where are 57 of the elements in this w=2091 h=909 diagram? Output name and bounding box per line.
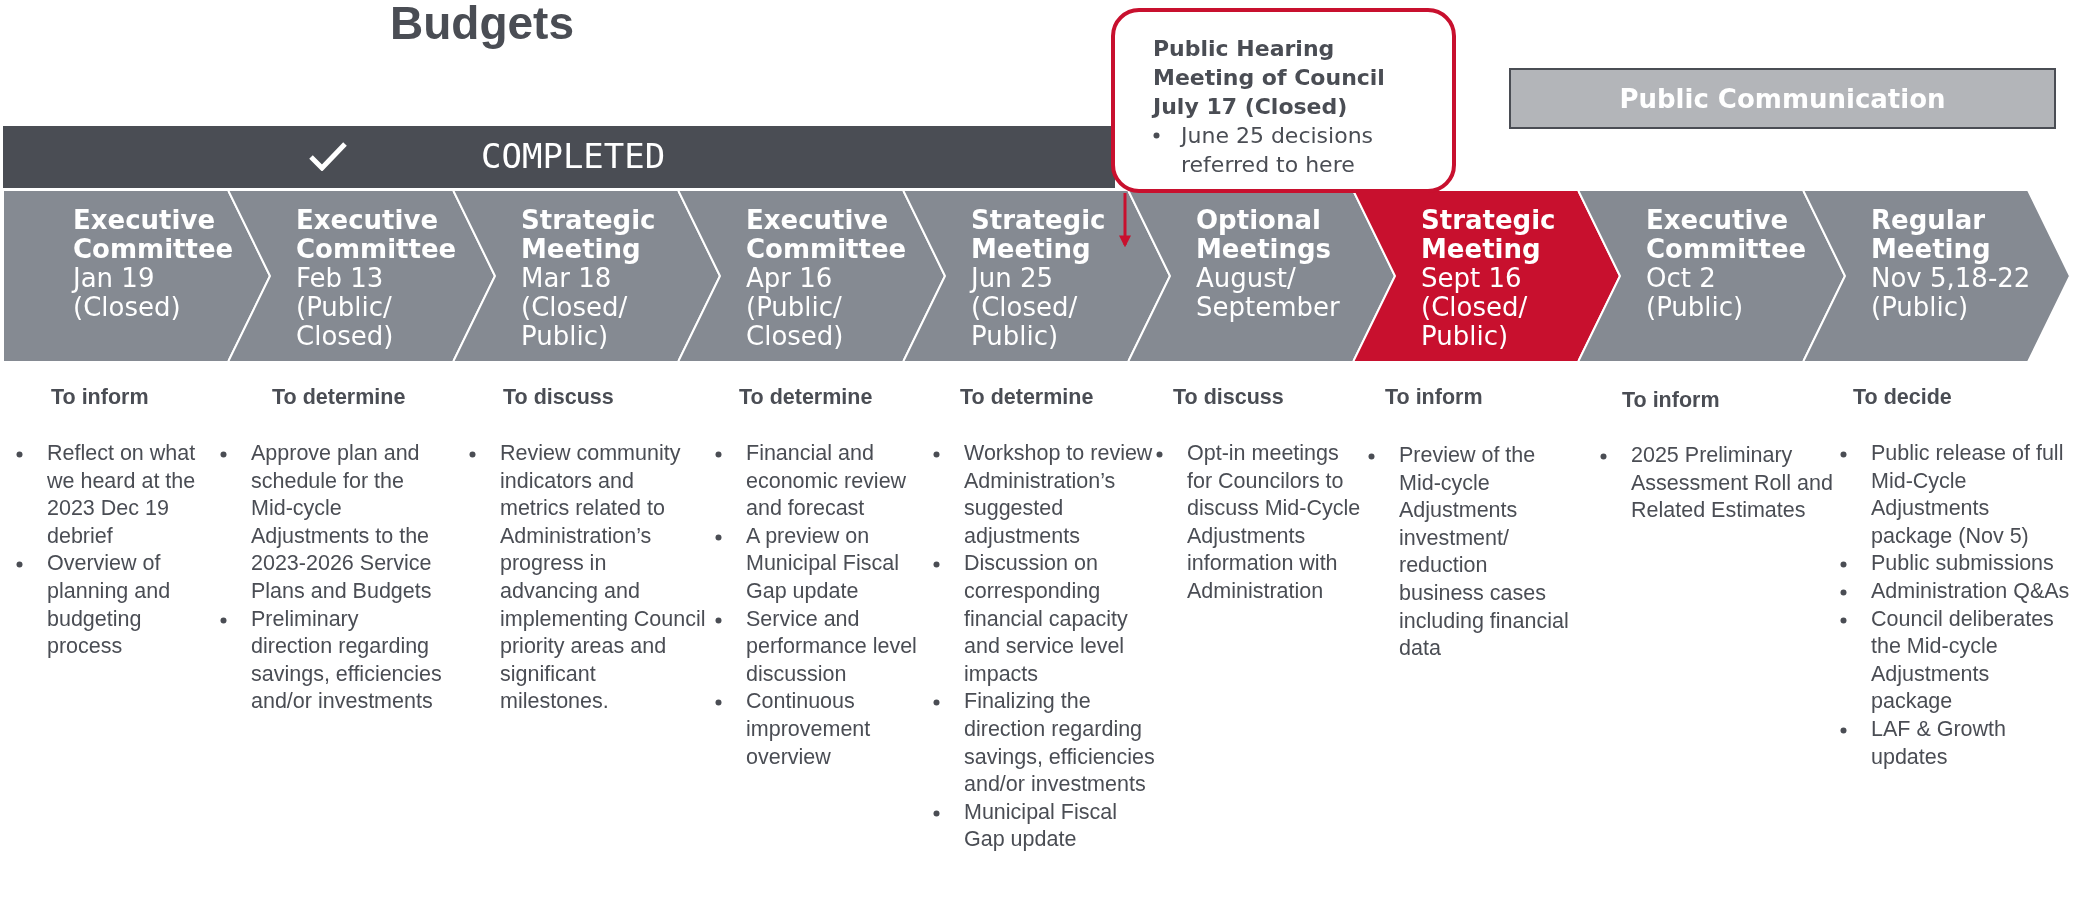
meeting-date: Sept 16 (Closed/ Public) xyxy=(1421,264,1528,351)
purpose-heading: To determine xyxy=(272,385,406,410)
bullet-text: Preliminary direction regarding savings, efficiencies and/or investments xyxy=(251,606,442,714)
bullet-text: Administration Q&As xyxy=(1871,578,2070,603)
meeting-title: Strategic Meeting xyxy=(971,206,1107,264)
bullet-text: Review community indicators and metrics related to Administration’s progress in advancing and implementing Council priority areas and significant milestones. xyxy=(500,441,706,714)
bullet-text: Approve plan and schedule for the Mid-cycle Adjustments to the 2023-2026 Service Plans and Budgets xyxy=(251,441,432,603)
bullet-text: Public submissions xyxy=(1871,551,2054,576)
bullet-text: A preview on Municipal Fiscal Gap update xyxy=(746,523,899,603)
bullet-text: Continuous improvement overview xyxy=(746,689,871,769)
purpose-heading: To inform xyxy=(1622,388,1720,413)
callout-bullet: June 25 decisions referred to here xyxy=(1181,123,1374,177)
meeting-date: Nov 5,18-22 (Public) xyxy=(1871,264,2032,322)
meeting-title: Executive Committee xyxy=(1646,206,1808,264)
meeting-title: Executive Committee xyxy=(73,206,235,264)
bullet-text: Discussion on corresponding financial capacity and service level impacts xyxy=(964,551,1128,686)
meeting-title: Strategic Meeting xyxy=(521,206,657,264)
bullet-text: Workshop to review Administration’s suggested adjustments xyxy=(964,441,1153,548)
bullet-text: Public release of full Mid-Cycle Adjustments package (Nov 5) xyxy=(1871,441,2064,548)
bullet-text: 2025 Preliminary Assessment Roll and Related Estimates xyxy=(1631,443,1833,523)
meeting-title: Strategic Meeting xyxy=(1421,206,1557,264)
purpose-heading: To discuss xyxy=(503,385,614,410)
timeline-step xyxy=(3,190,270,362)
bullet-text: Reflect on what we heard at the 2023 Dec 19 debrief xyxy=(47,441,196,548)
callout-box xyxy=(1111,8,1456,193)
bullet-text: LAF & Growth updates xyxy=(1871,716,2006,769)
banner-label: COMPLETED xyxy=(481,136,666,176)
meeting-date: Jan 19 (Closed) xyxy=(73,264,182,322)
meeting-date: Feb 13 (Public/ Closed) xyxy=(296,264,395,351)
meeting-date: Mar 18 (Closed/ Public) xyxy=(521,264,628,351)
arrow xyxy=(1119,193,1131,248)
meeting-title: Optional Meetings xyxy=(1196,206,1333,264)
bullet-text: Service and performance level discussion xyxy=(746,606,917,686)
bullet-text: Finalizing the direction regarding savings, efficiencies and/or investments xyxy=(964,689,1155,797)
section-header: Public Communication xyxy=(1509,68,2056,129)
meeting-title: Executive Committee xyxy=(296,206,458,264)
meeting-date: August/ September xyxy=(1196,264,1341,322)
meeting-date: Jun 25 (Closed/ Public) xyxy=(971,264,1078,351)
bullet-text: Overview of planning and budgeting process xyxy=(47,551,171,659)
purpose-heading: To determine xyxy=(960,385,1094,410)
meeting-title: Executive Committee xyxy=(746,206,908,264)
purpose-heading: To decide xyxy=(1853,385,1952,410)
bullet-text: Financial and economic review and forecast xyxy=(746,441,907,521)
bullet-text: Opt-in meetings for Councilors to discuss Mid-Cycle Adjustments information with Administration xyxy=(1187,441,1361,603)
bullet-text: Municipal Fiscal Gap update xyxy=(964,799,1117,852)
meeting-title: Regular Meeting xyxy=(1871,206,1992,264)
callout-heading: Public Hearing Meeting of Council July 17 (Closed) xyxy=(1153,35,1386,121)
completed-banner xyxy=(3,126,1115,188)
timeline-step xyxy=(1803,190,2070,362)
purpose-heading: To discuss xyxy=(1173,385,1284,410)
bullet-text: Council deliberates the Mid-cycle Adjustments package xyxy=(1871,606,2054,714)
meeting-date: Oct 2 (Public) xyxy=(1646,264,1745,322)
meeting-date: Apr 16 (Public/ Closed) xyxy=(746,264,845,351)
purpose-heading: To inform xyxy=(1385,385,1483,410)
purpose-heading: To determine xyxy=(739,385,873,410)
bullet-text: Preview of the Mid-cycle Adjustments investment/ reduction business cases including financial data xyxy=(1399,443,1569,661)
purpose-heading: To inform xyxy=(51,385,149,410)
